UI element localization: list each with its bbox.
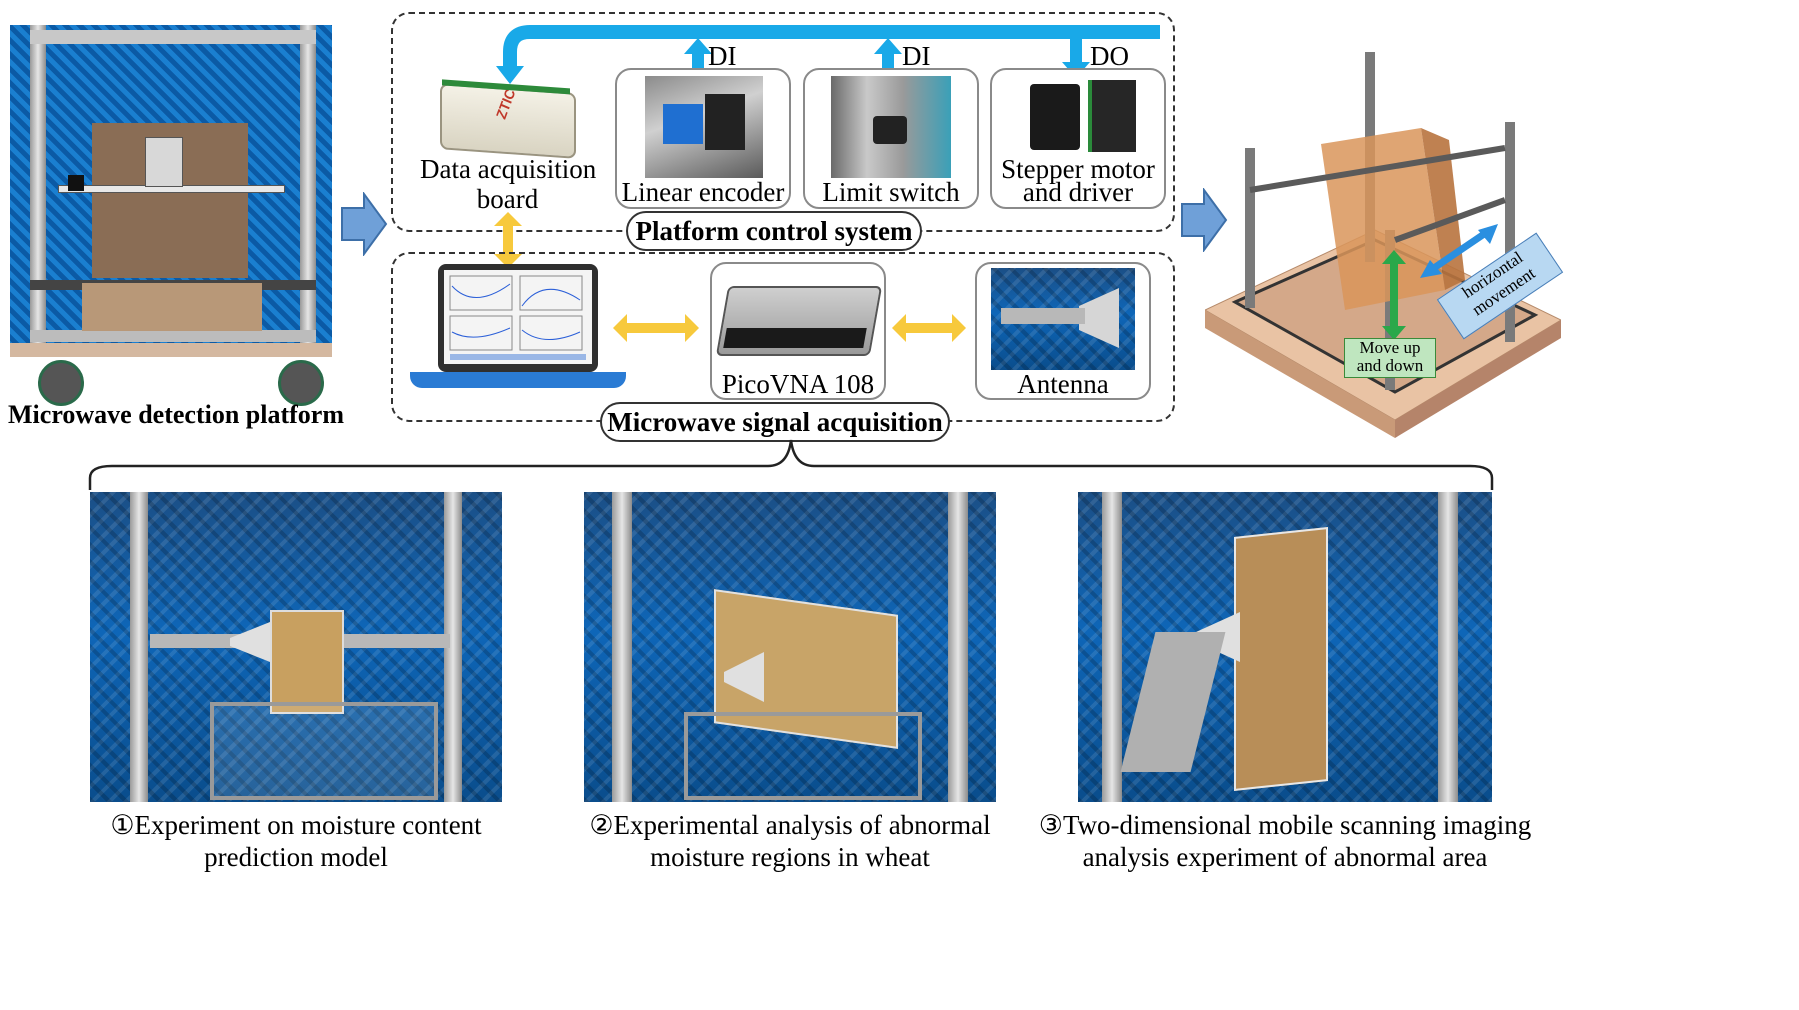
arrow-to-daq-icon bbox=[496, 66, 524, 84]
daq-label-2: board bbox=[476, 184, 539, 214]
experiment-3-caption-1: ③Two-dimensional mobile scanning imaging bbox=[1038, 810, 1532, 840]
frame-top bbox=[30, 30, 316, 44]
limit-switch-label: Limit switch bbox=[822, 177, 960, 207]
experiment-2-photo bbox=[584, 492, 996, 802]
experiments-brace bbox=[88, 439, 1494, 490]
exp2-frame-right bbox=[948, 492, 968, 802]
arrow-di-switch-icon bbox=[874, 38, 902, 54]
switch-body bbox=[873, 116, 907, 144]
daq-label-1: Data acquisition bbox=[420, 154, 597, 184]
horizontal-arrow-icon bbox=[1420, 224, 1498, 278]
wheel-left-icon bbox=[38, 360, 84, 406]
antenna-card: Antenna bbox=[975, 262, 1151, 400]
laptop-base bbox=[410, 372, 626, 388]
platform-illustration bbox=[10, 25, 332, 406]
frame-bottom bbox=[30, 330, 316, 342]
control-system-title: Platform control system bbox=[626, 211, 922, 251]
linear-encoder-card: Linear encoder bbox=[615, 68, 791, 209]
frame-right bbox=[300, 25, 316, 355]
experiment-3-caption-2: analysis experiment of abnormal area bbox=[1082, 842, 1488, 872]
exp1-frame-right bbox=[444, 492, 462, 802]
stepper-motor-label-2: and driver bbox=[1022, 177, 1134, 207]
stepper-motor-photo bbox=[1030, 84, 1080, 150]
vertical-label-1: Move up bbox=[1359, 338, 1421, 357]
vna-antenna-arrow-icon bbox=[892, 314, 966, 342]
laptop-vna-arrow-icon bbox=[613, 314, 699, 342]
limit-switch-photo bbox=[831, 76, 951, 178]
experiment-1-caption-1: ①Experiment on moisture content bbox=[110, 810, 482, 840]
scanner-3d-model bbox=[1203, 40, 1563, 440]
signal-di-switch: DI bbox=[902, 41, 931, 71]
encoder-head bbox=[705, 94, 745, 150]
linear-encoder-photo bbox=[645, 76, 763, 178]
platform-label: Microwave detection platform bbox=[8, 400, 344, 429]
stepper-motor-label-1: Stepper motor bbox=[1001, 154, 1155, 184]
vna-device-image bbox=[715, 286, 883, 356]
arrow-di-encoder-icon bbox=[684, 38, 712, 54]
laptop-image bbox=[438, 264, 598, 372]
vertical-movement-tag: Move up and down bbox=[1344, 338, 1436, 378]
acquisition-title: Microwave signal acquisition bbox=[600, 402, 950, 442]
exp1-tray bbox=[210, 702, 438, 800]
wheel-right-icon bbox=[278, 360, 324, 406]
antenna-label: Antenna bbox=[1017, 369, 1109, 399]
daq-brand-logo: ZTIC bbox=[492, 86, 519, 122]
stepper-motor-card: Stepper motor and driver bbox=[990, 68, 1166, 209]
exp3-sample-box bbox=[1234, 527, 1328, 791]
antenna-head bbox=[145, 137, 183, 187]
exp3-frame-right bbox=[1438, 492, 1458, 802]
arrow-right-2-icon bbox=[1181, 188, 1228, 252]
experiment-2-caption-2: moisture regions in wheat bbox=[650, 842, 930, 872]
vna-front-panel bbox=[723, 328, 867, 348]
daq-laptop-arrow-icon bbox=[494, 212, 522, 268]
spectrum-plots bbox=[449, 275, 586, 360]
motor-left bbox=[68, 175, 84, 191]
vertical-label-2: and down bbox=[1356, 356, 1424, 375]
arrow-right-1-icon bbox=[341, 192, 388, 256]
exp2-frame-left bbox=[612, 492, 632, 802]
exp2-tray bbox=[684, 712, 922, 800]
exp3-frame-left bbox=[1102, 492, 1122, 802]
experiment-3-photo bbox=[1078, 492, 1492, 802]
experiment-1-photo bbox=[90, 492, 502, 802]
motor-driver-photo bbox=[1088, 80, 1136, 152]
scanner-model-drawing bbox=[1203, 52, 1563, 438]
platform-base bbox=[10, 343, 332, 357]
linear-encoder-label: Linear encoder bbox=[621, 177, 785, 207]
antenna-mount bbox=[1001, 308, 1085, 324]
limit-switch-card: Limit switch bbox=[803, 68, 979, 209]
sample-base bbox=[82, 283, 262, 331]
antenna-photo bbox=[991, 268, 1135, 370]
signal-do-motor: DO bbox=[1090, 41, 1129, 71]
encoder-mount bbox=[663, 104, 703, 144]
signal-di-encoder: DI bbox=[708, 41, 737, 71]
exp1-sample-box bbox=[270, 610, 344, 714]
vna-label: PicoVNA 108 bbox=[721, 369, 875, 399]
experiment-1-caption-2: prediction model bbox=[204, 842, 388, 872]
experiment-2-caption-1: ②Experimental analysis of abnormal bbox=[589, 810, 991, 840]
exp1-frame-left bbox=[130, 492, 148, 802]
exp3-rail bbox=[1120, 632, 1226, 772]
signal-bus-arrows bbox=[496, 25, 1160, 84]
vertical-arrow-icon bbox=[1382, 250, 1406, 340]
exp1-antenna bbox=[230, 622, 270, 662]
vna-card: PicoVNA 108 bbox=[710, 262, 886, 400]
antenna-horn bbox=[1079, 288, 1119, 348]
laptop-screen bbox=[444, 270, 592, 364]
daq-board-image: ZTIC bbox=[440, 79, 576, 159]
frame-left bbox=[30, 25, 46, 355]
